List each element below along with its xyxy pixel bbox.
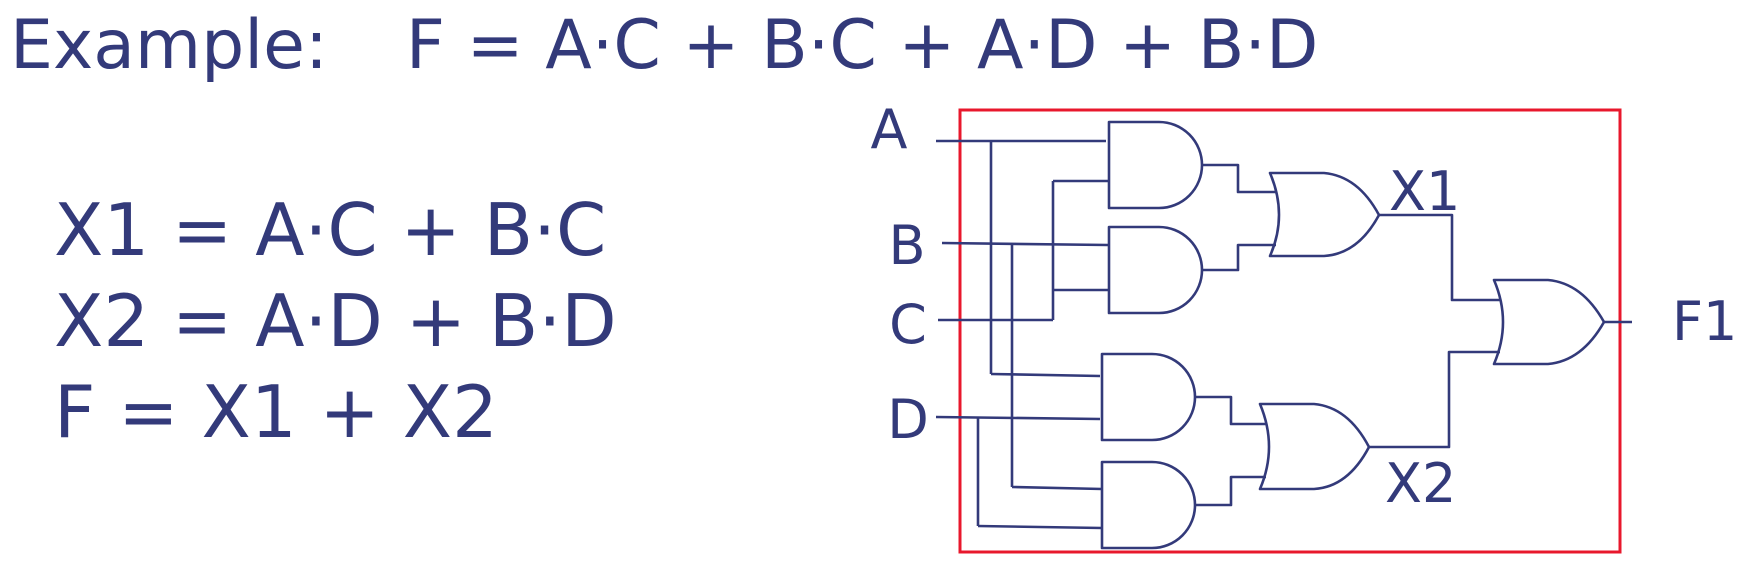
- example-heading: Example: F = A·C + B·C + A·D + B·D: [10, 0, 1318, 90]
- wire-b-to-and4: [1011, 485, 1103, 491]
- or-gate-2: [1258, 402, 1371, 491]
- output-label-x2: X2: [1385, 452, 1456, 515]
- equation-x2: X2 = A·D + B·D: [54, 279, 617, 363]
- equation-f: F = X1 + X2: [54, 370, 498, 454]
- boolean-expression: F = A·C + B·C + A·D + B·D: [405, 5, 1319, 85]
- input-label-d: D: [887, 388, 929, 451]
- wire-x2-to-final: [1369, 350, 1500, 449]
- output-label-x1: X1: [1389, 160, 1460, 223]
- and-gate-3: [1100, 352, 1197, 442]
- and-gate-2: [1107, 225, 1204, 315]
- or-gate-final: [1492, 278, 1606, 366]
- wire-d-to-and4: [977, 524, 1103, 530]
- example-label: Example:: [10, 5, 328, 85]
- wire-a-to-and3: [990, 372, 1101, 378]
- wire-and4-to-or2: [1195, 475, 1266, 507]
- equation-x1: X1 = A·C + B·C: [54, 188, 607, 272]
- equation-list: X1 = A·C + B·C X2 = A·D + B·D F = X1 + X…: [54, 185, 617, 458]
- and-gate-4: [1100, 460, 1197, 550]
- and-gate-1: [1107, 120, 1204, 210]
- input-label-c: C: [889, 293, 927, 356]
- wire-and3-to-or2: [1195, 395, 1266, 426]
- wire-x1-to-final: [1379, 213, 1500, 302]
- or-gate-1: [1268, 171, 1381, 258]
- wire-and2-to-or1: [1202, 243, 1276, 272]
- input-label-b: B: [888, 214, 925, 277]
- circuit-frame: [958, 108, 1622, 554]
- wire-input-d: [935, 415, 1101, 421]
- output-label-f1: F1: [1672, 290, 1737, 353]
- wire-input-b: [941, 241, 1109, 247]
- wire-and1-to-or1: [1202, 163, 1276, 194]
- input-label-a: A: [871, 98, 908, 161]
